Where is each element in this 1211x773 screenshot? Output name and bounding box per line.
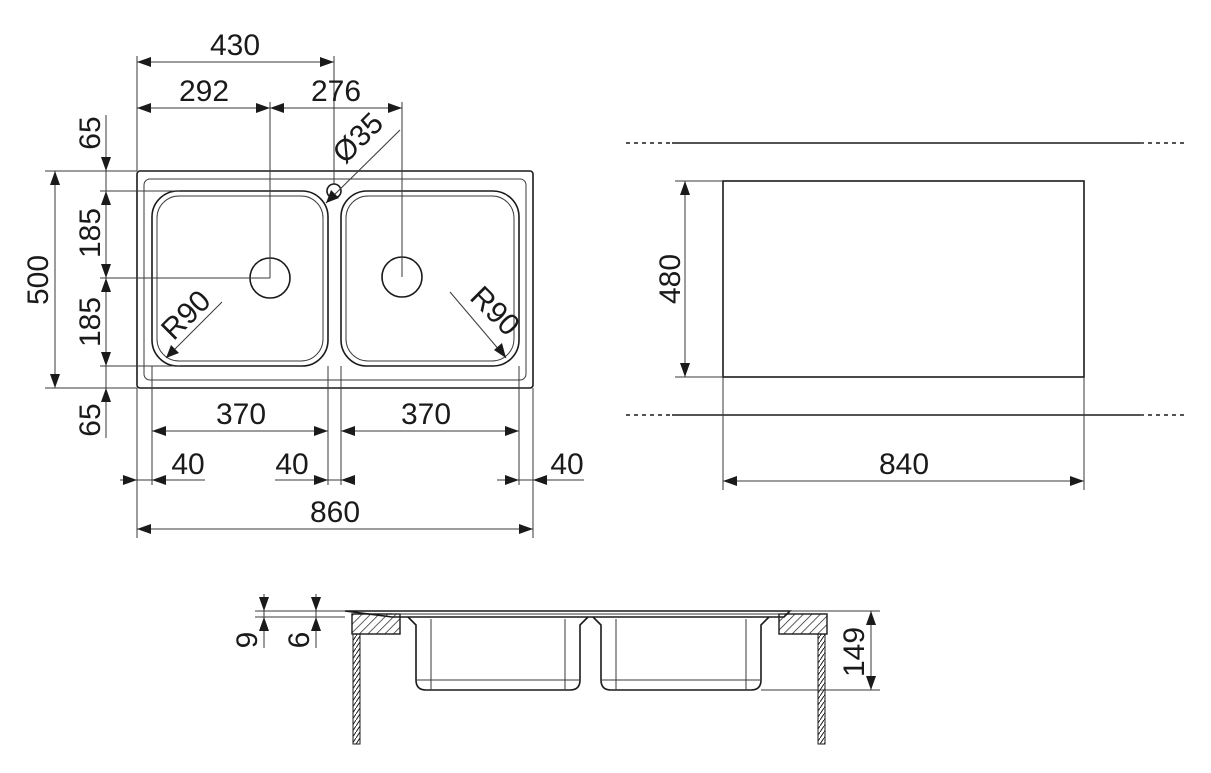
sink-inner-rim [143,178,527,381]
cutout-rectangle [722,180,1085,378]
cabinet-wall-left [352,633,361,745]
dim-370-right-label: 370 [401,398,451,431]
dim-65-bottom-label: 65 [74,403,107,436]
dim-860-label: 860 [310,496,360,529]
dim-9-label: 9 [231,632,264,649]
dim-292-label: 292 [179,75,229,108]
dim-6-label: 6 [283,632,316,649]
cabinet-wall-right [817,633,826,745]
section-view: 9 6 149 [231,594,880,745]
dim-276-label: 276 [311,75,361,108]
dim-radius-left-label: R90 [155,284,217,346]
cutout-view: 480 840 [626,142,1188,490]
sink-outline [136,170,534,389]
dim-500-label: 500 [22,255,55,305]
dim-tap-hole-label: Ø35 [327,107,390,170]
dim-40-right-label: 40 [550,448,583,481]
dim-149-label: 149 [838,627,871,677]
worktop-left [351,613,401,635]
dim-370-left-label: 370 [216,398,266,431]
dim-40-left-label: 40 [171,448,204,481]
dim-480-label: 480 [654,254,687,304]
dim-radius-right-label: R90 [464,280,526,342]
dim-185-upper-label: 185 [74,208,107,258]
left-bowl-section [407,616,589,691]
right-bowl-inner [345,195,515,362]
dim-840-label: 840 [879,448,929,481]
right-bowl [340,190,520,367]
worktop-right [778,613,828,635]
right-bowl-section [592,616,770,691]
dim-65-top-label: 65 [74,116,107,149]
dim-40-middle-label: 40 [275,448,308,481]
top-view: 430 292 276 Ø35 65 185 185 65 500 R90 [22,29,584,538]
dim-430-label: 430 [210,29,260,62]
dim-185-lower-label: 185 [74,297,107,347]
